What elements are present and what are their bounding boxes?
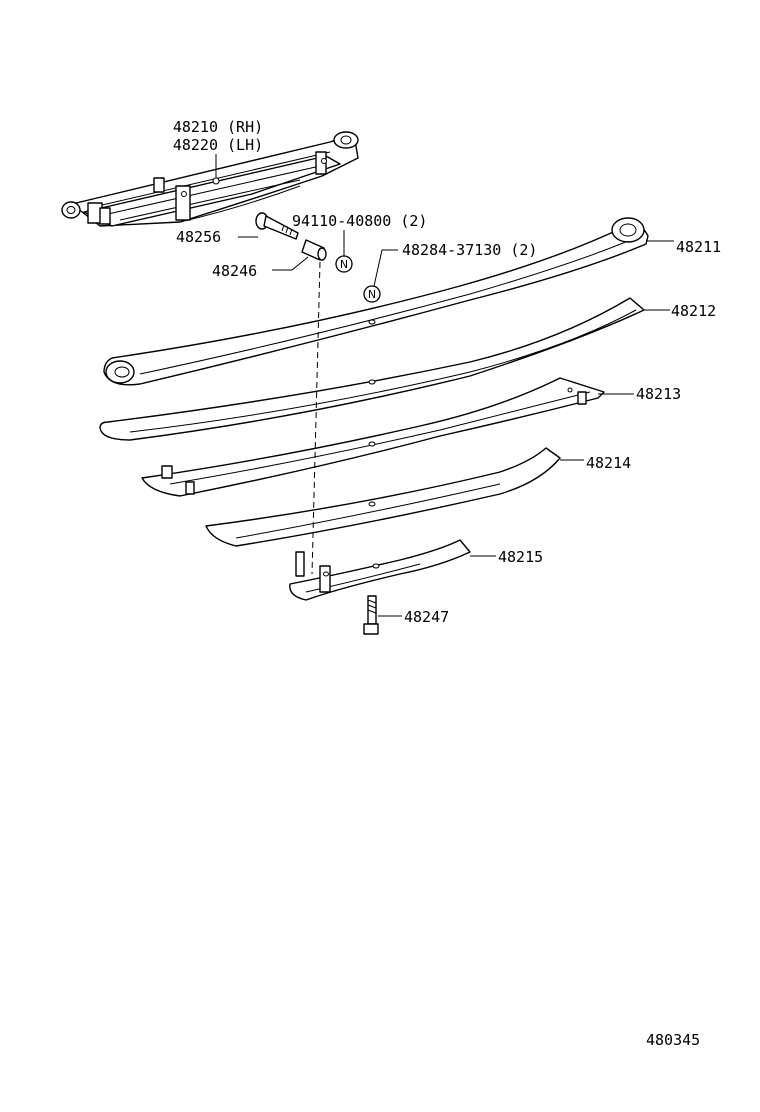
new-part-badge-nut: N: [335, 255, 353, 273]
leaf-spring-5: [289, 539, 471, 601]
leaf-spring-4: [205, 447, 561, 547]
leaf-5-label: 48215: [498, 548, 543, 566]
leaf-spring-2: [99, 297, 645, 441]
center-bolt: [363, 595, 379, 635]
assembly-rh-label: 48210 (RH): [173, 118, 263, 136]
clip-part-label: 48284-37130 (2): [402, 241, 537, 259]
leaf-4-label: 48214: [586, 454, 631, 472]
leaf-3-label: 48213: [636, 385, 681, 403]
bolt-label: 48256: [176, 228, 221, 246]
nut-part-label: 94110-40800 (2): [292, 212, 427, 230]
new-part-badge-clip: N: [363, 285, 381, 303]
leaf-1-label: 48211: [676, 238, 721, 256]
svg-text:N: N: [340, 258, 348, 271]
assembly-lh-label: 48220 (LH): [173, 136, 263, 154]
bushing: [301, 239, 327, 261]
leaf-spring-assembly: [61, 131, 359, 227]
bushing-label: 48246: [212, 262, 257, 280]
leaf-spring-1: [103, 217, 649, 386]
center-bolt-label: 48247: [404, 608, 449, 626]
leaf-spring-3: [141, 377, 605, 497]
svg-text:N: N: [368, 288, 376, 301]
figure-number: 480345: [646, 1031, 700, 1049]
shackle-bolt: [255, 212, 299, 240]
leaf-2-label: 48212: [671, 302, 716, 320]
